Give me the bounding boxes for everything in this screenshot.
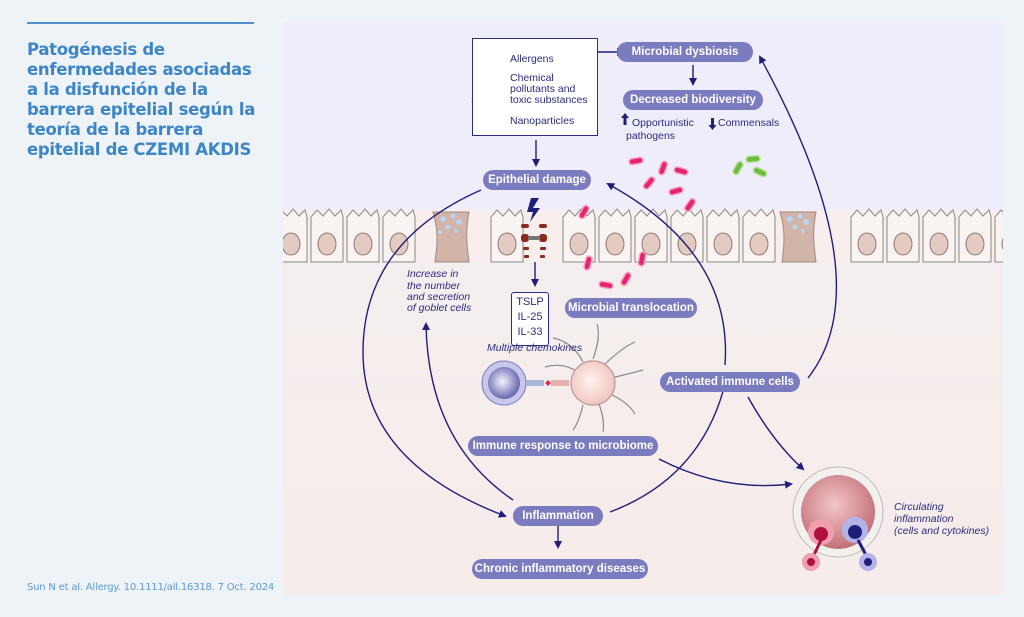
arrow-down-icon <box>708 118 717 130</box>
opportunistic-label-2: pathogens <box>626 130 676 142</box>
chemical-label-3: toxic substances <box>510 94 588 106</box>
commensal-bacterium <box>745 154 761 164</box>
blood-vessel <box>792 466 884 571</box>
arrows <box>362 48 838 549</box>
cell-nucleus <box>929 232 949 256</box>
cytokine-il33: IL-33 <box>517 326 543 338</box>
epithelial-layer <box>283 208 1003 263</box>
node-inflammation: Inflammation <box>513 506 603 526</box>
cell-nucleus <box>569 232 589 256</box>
pathogen-bacterium <box>620 271 632 287</box>
cell-nucleus <box>353 232 373 256</box>
cell-nucleus <box>605 232 625 256</box>
pathogen-bacterium <box>598 280 614 290</box>
cytokine-tslp: TSLP <box>516 296 544 308</box>
node-immune-response: Immune response to microbiome <box>468 436 658 456</box>
chemical-label-2: pollutants and <box>510 83 576 95</box>
pathogen-bacterium <box>683 197 697 213</box>
node-activated-immune-cells: Activated immune cells <box>660 372 800 392</box>
cell-nucleus <box>965 232 985 256</box>
arrow-immune-to-damage <box>606 183 727 366</box>
commensals-label: Commensals <box>718 117 780 129</box>
cell-nucleus <box>677 232 697 256</box>
commensal-bacterium <box>732 160 744 176</box>
epithelial-cell <box>994 209 1003 263</box>
cell-nucleus <box>389 232 409 256</box>
pathogen-bacterium <box>657 160 669 176</box>
node-microbial-translocation: Microbial translocation <box>565 298 697 318</box>
page-title: Patogénesis de enfermedades asociadas a … <box>27 40 256 159</box>
goblet-label-4: of goblet cells <box>407 302 472 314</box>
goblet-cell <box>779 211 817 263</box>
cell-nucleus <box>1001 237 1003 251</box>
sources-box: Allergens Chemical pollutants and toxic … <box>472 38 598 136</box>
pathogen-bacterium <box>583 255 593 271</box>
cell-nucleus <box>893 232 913 256</box>
arrow-response-to-vessel <box>658 458 793 489</box>
pathogen-bacterium <box>578 204 590 220</box>
node-epithelial-damage: Epithelial damage <box>483 170 591 190</box>
arrow-inflammation-to-goblet <box>422 322 514 501</box>
goblet-cell <box>432 211 470 263</box>
arrow-inflammation-to-immune <box>609 378 729 513</box>
chemokines-label: Multiple chemokines <box>487 342 583 354</box>
circulating-label-3: (cells and cytokines) <box>894 525 990 537</box>
arrow-immune-to-vessel <box>747 396 805 471</box>
title-rule <box>27 22 254 24</box>
circulating-label-2: inflammation <box>894 513 954 525</box>
pathogen-bacterium <box>673 166 689 176</box>
citation: Sun N et al. Allergy. 10.1111/all.16318.… <box>27 582 275 593</box>
arrow-immune-to-dysbiosis <box>759 55 838 379</box>
cytokine-il25: IL-25 <box>517 311 543 323</box>
node-decreased-biodiversity: Decreased biodiversity <box>623 90 763 110</box>
cell-nucleus <box>283 232 301 256</box>
cell-nucleus <box>497 232 517 256</box>
chemical-label-1: Chemical <box>510 72 554 84</box>
circulating-label-1: Circulating <box>894 501 944 513</box>
diagram-panel: Allergens Chemical pollutants and toxic … <box>283 22 1003 595</box>
goblet-label-1: Increase in <box>407 268 459 280</box>
lightning-icon <box>527 198 540 222</box>
cytokine-box: TSLP IL-25 IL-33 <box>511 292 549 346</box>
commensal-bacterium <box>752 166 768 178</box>
nanoparticles-label: Nanoparticles <box>510 115 575 127</box>
node-chronic-diseases: Chronic inflammatory diseases <box>472 559 648 579</box>
arrow-up-icon <box>621 113 629 125</box>
opportunistic-label-1: Opportunistic <box>632 117 694 129</box>
dendritic-cell <box>544 323 644 433</box>
allergens-label: Allergens <box>510 53 554 65</box>
pathogen-bacterium <box>628 156 644 166</box>
goblet-label-3: and secretion <box>407 291 471 303</box>
cell-nucleus <box>317 232 337 256</box>
cell-nucleus <box>749 232 769 256</box>
cell-nucleus <box>857 232 877 256</box>
arrow-damage-to-inflammation <box>362 189 507 518</box>
pathogen-bacterium <box>642 176 656 190</box>
pathogen-bacterium <box>637 251 647 267</box>
damaged-tight-junction <box>521 198 547 258</box>
cell-nucleus <box>641 232 661 256</box>
pathogen-bacterium <box>668 186 684 196</box>
node-microbial-dysbiosis: Microbial dysbiosis <box>617 42 753 62</box>
goblet-label-2: the number <box>407 280 461 292</box>
lymphocyte <box>481 360 569 406</box>
cell-nucleus <box>713 232 733 256</box>
